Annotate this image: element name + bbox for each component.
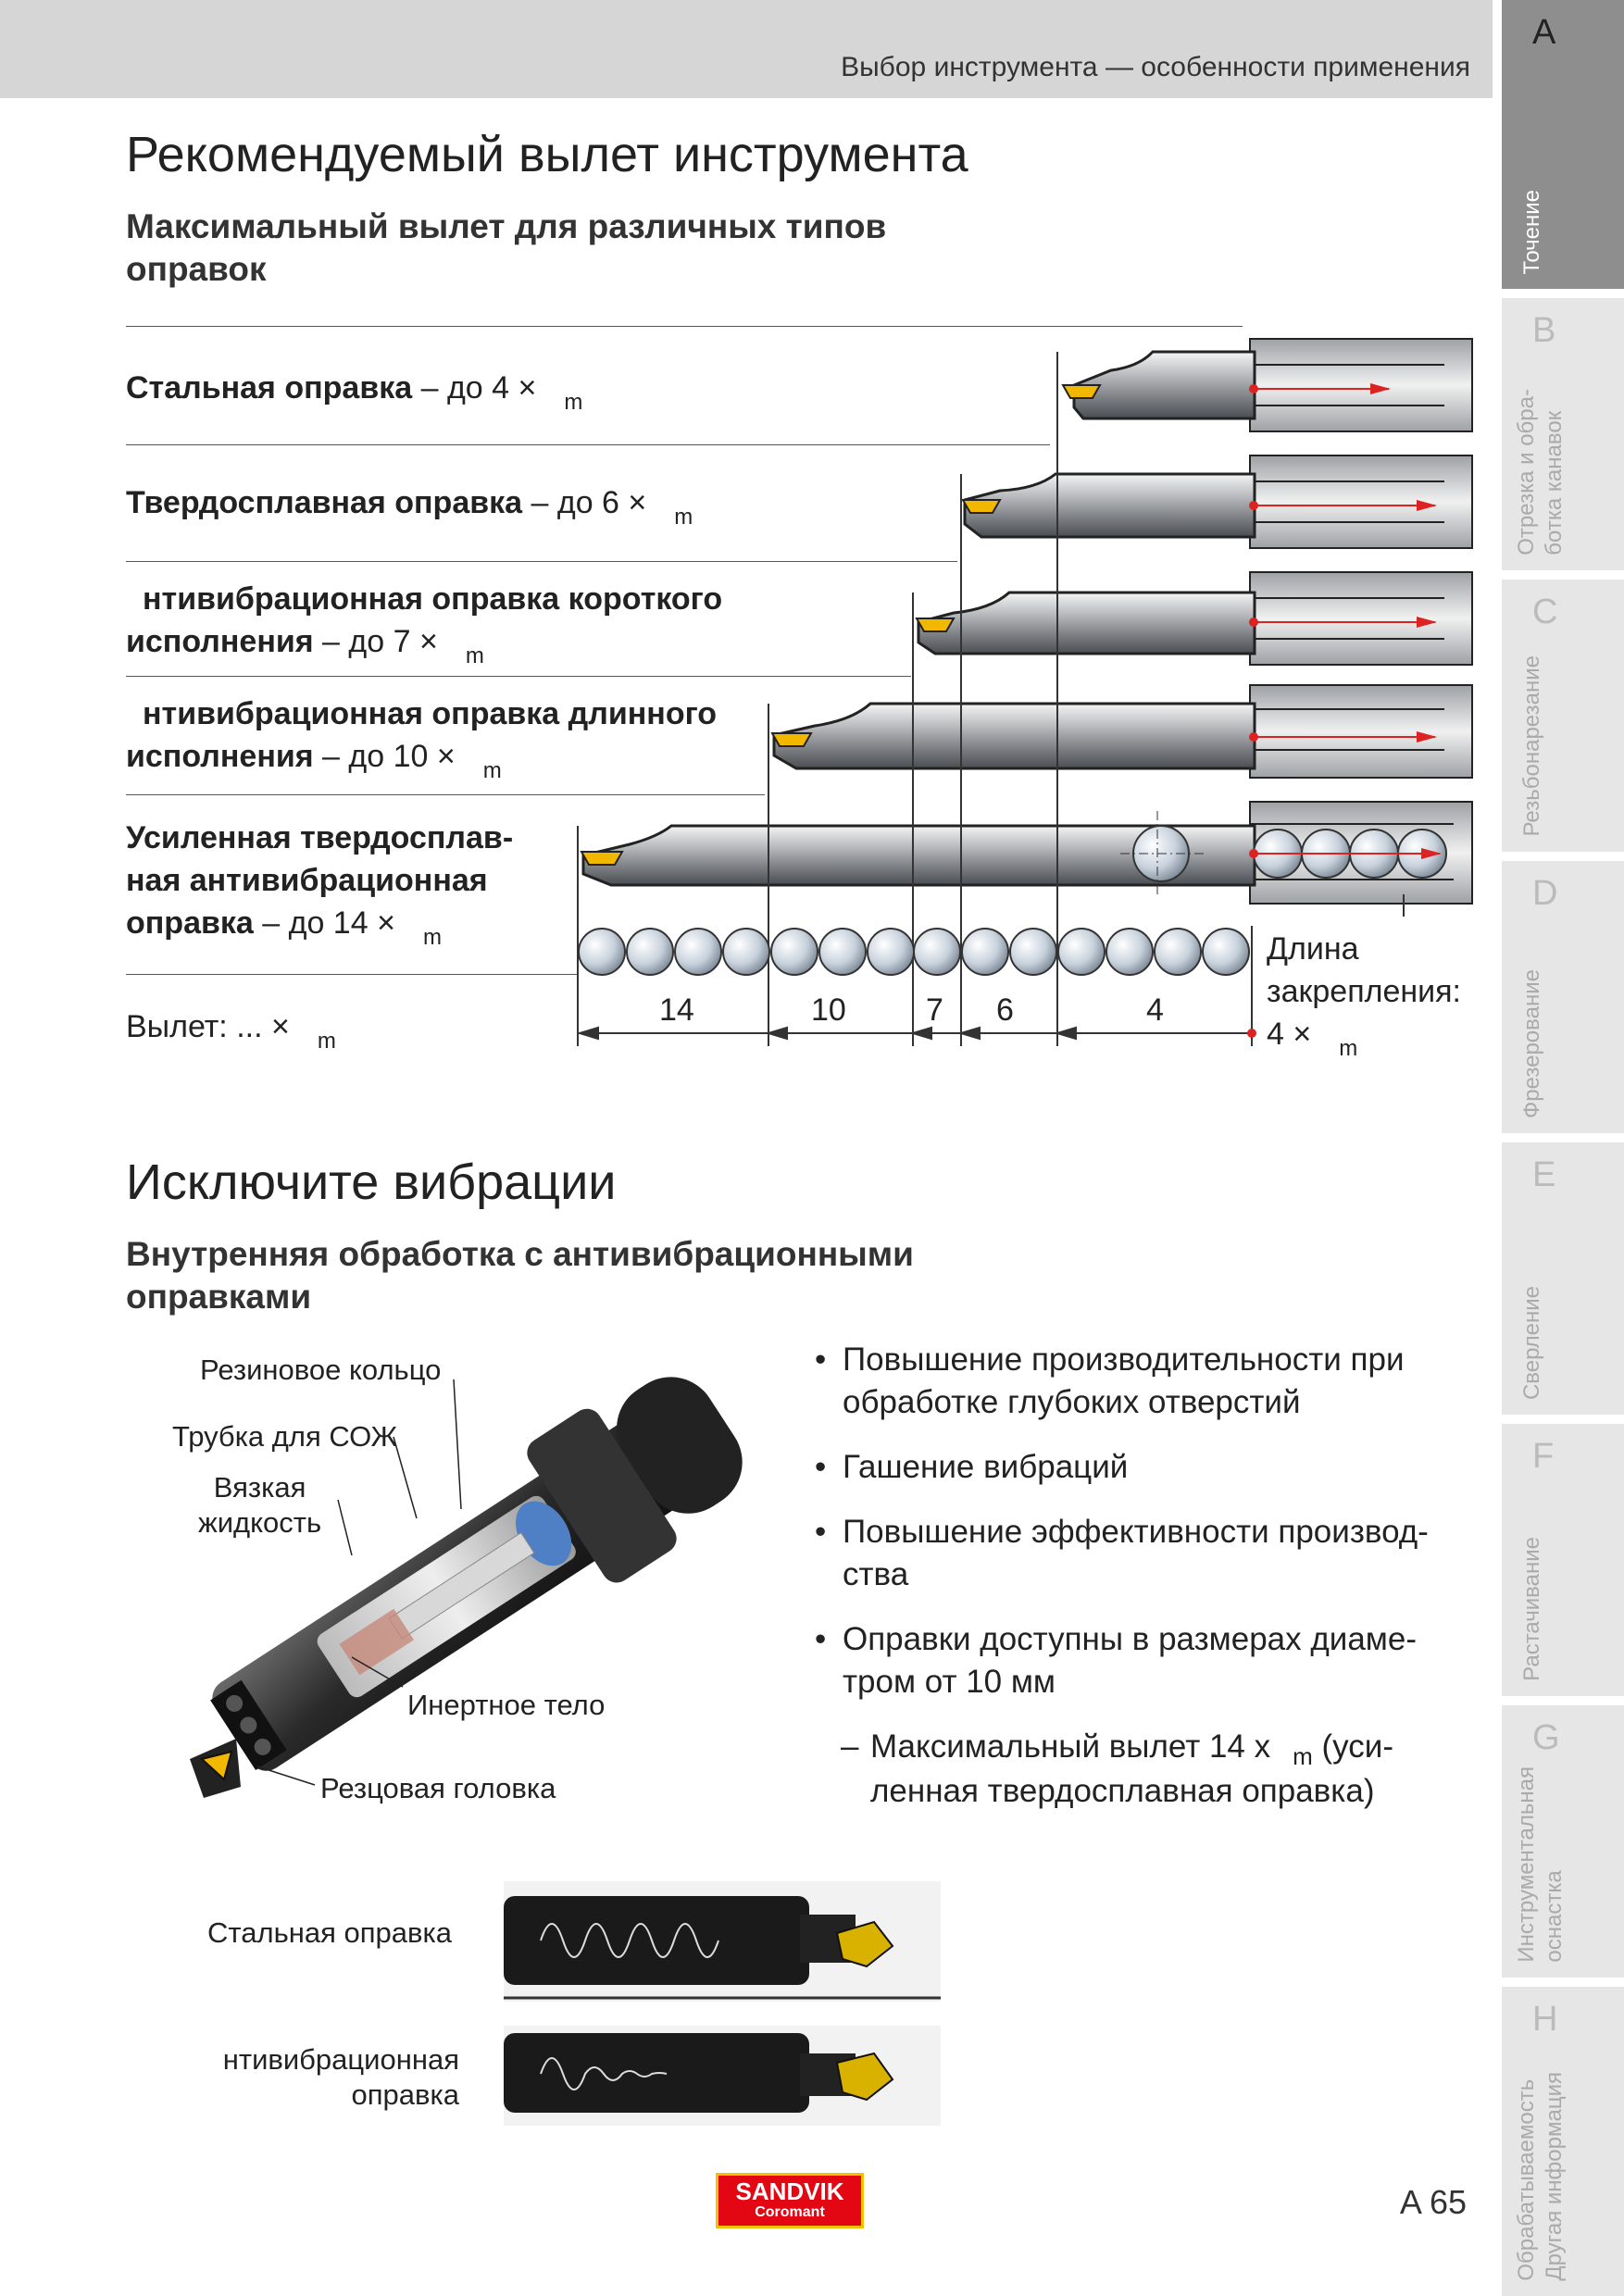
callout-cutting-head: Резцовая головка — [320, 1772, 556, 1804]
tab-h[interactable]: H Обрабатываемость Другая информация — [1502, 1987, 1624, 2296]
overhang-label: Вылет: ... ×m — [126, 1009, 336, 1054]
av-short-bar — [915, 571, 1473, 666]
section2-subtitle: Внутренняя обработка с антивибрационными… — [126, 1235, 914, 1316]
antivibration-bar-illustration — [190, 1377, 743, 1798]
page-number: A 65 — [1399, 2183, 1467, 2221]
divider — [126, 794, 765, 795]
row-label-carbide: Твердосплавная оправка – до 6 ×m — [126, 485, 693, 530]
tab-label: Резьбонарезание — [1519, 655, 1544, 837]
callout-inert-body: Инертное тело — [407, 1689, 606, 1721]
row-label-reinforced: Усиленная твердосплав- ная антивибрацион… — [126, 820, 514, 950]
tab-letter: E — [1532, 1155, 1556, 1194]
header-bar: Выбор инструмента — особенности применен… — [0, 0, 1493, 98]
divider — [126, 444, 1050, 445]
tab-letter: A — [1532, 13, 1556, 52]
section2-title: Исключите вибрации — [126, 1154, 617, 1210]
overhang-diagram — [576, 338, 1473, 1046]
tab-letter: C — [1532, 593, 1558, 631]
tab-label: Растачивание — [1519, 1537, 1544, 1681]
carbide-bar — [961, 455, 1473, 549]
tab-label: Сверление — [1519, 1285, 1544, 1400]
tab-g[interactable]: G Инструментальная оснастка — [1502, 1705, 1624, 1978]
divider — [126, 676, 911, 677]
section-header-title: Выбор инструмента — особенности применен… — [841, 52, 1470, 82]
tab-d[interactable]: D Фрезерование — [1502, 861, 1624, 1133]
scale-value-10: 10 — [811, 992, 846, 1028]
callout-coolant-tube: Трубка для СОЖ — [172, 1420, 398, 1453]
divider — [126, 326, 1243, 327]
list-item: Гашение вибраций — [811, 1446, 1459, 1489]
steel-bar-vibration-image — [504, 1881, 941, 2002]
av-long-bar — [770, 684, 1473, 779]
row-label-av-long: нтивибрационная оправка длинного исполне… — [126, 696, 718, 783]
dimension-lines — [577, 352, 1405, 1046]
tab-e[interactable]: E Сверление — [1502, 1142, 1624, 1415]
sandvik-coromant-logo: SANDVIK Coromant — [716, 2173, 864, 2228]
scale-value-4: 4 — [1146, 992, 1164, 1028]
antivibration-bar-damping-image — [504, 2026, 941, 2126]
clamp-length-label: Длина закрепления: 4 ×m — [1267, 931, 1461, 1061]
tab-a[interactable]: A Точение — [1502, 0, 1624, 289]
list-item: Повышение производительности при обработ… — [811, 1339, 1459, 1424]
section1-subtitle: Максимальный вылет для различных типов о… — [126, 207, 887, 288]
scale-value-14: 14 — [659, 992, 694, 1028]
scale-value-7: 7 — [926, 992, 943, 1028]
row-label-av-short: нтивибрационная оправка короткого исполн… — [126, 581, 723, 668]
list-item: Оправки доступны в размерах диаме-тром о… — [811, 1618, 1459, 1703]
callout-rubber-ring: Резиновое кольцо — [200, 1354, 442, 1386]
tab-b[interactable]: B Отрезка и обра- ботка канавок — [1502, 298, 1624, 570]
benefits-list: Повышение производительности при обработ… — [811, 1339, 1459, 1813]
scale-value-6: 6 — [996, 992, 1014, 1028]
divider — [126, 561, 957, 562]
tab-letter: F — [1532, 1437, 1555, 1476]
reinforced-bar — [580, 801, 1473, 905]
section1-title: Рекомендуемый вылет инструмента — [126, 127, 968, 182]
tab-label: Отрезка и обра- ботка канавок — [1514, 389, 1567, 555]
tab-letter: D — [1532, 874, 1558, 913]
tab-label: Обрабатываемость Другая информация — [1514, 2072, 1567, 2281]
tab-f[interactable]: F Растачивание — [1502, 1424, 1624, 1696]
divider — [126, 974, 578, 975]
tab-letter: G — [1532, 1718, 1560, 1757]
row-label-steel: Стальная оправка – до 4 ×m — [126, 370, 583, 415]
tab-letter: B — [1532, 311, 1556, 350]
dimension-arrows — [576, 1026, 1256, 1041]
tab-label: Инструментальная оснастка — [1514, 1766, 1567, 1963]
sidebar: A Точение B Отрезка и обра- ботка канаво… — [1502, 0, 1624, 2296]
sub-list-item: Максимальный вылет 14 xm (уси-ленная тве… — [811, 1726, 1459, 1813]
tab-label: Фрезерование — [1519, 968, 1544, 1118]
list-item: Повышение эффективности производ-ства — [811, 1511, 1459, 1596]
steel-bar-label: Стальная оправка — [207, 1916, 452, 1949]
tab-label: Точение — [1519, 189, 1544, 274]
ball-scale — [578, 928, 1250, 976]
tab-letter: H — [1532, 2000, 1558, 2039]
steel-bar — [1061, 338, 1473, 432]
tab-c[interactable]: C Резьбонарезание — [1502, 580, 1624, 852]
